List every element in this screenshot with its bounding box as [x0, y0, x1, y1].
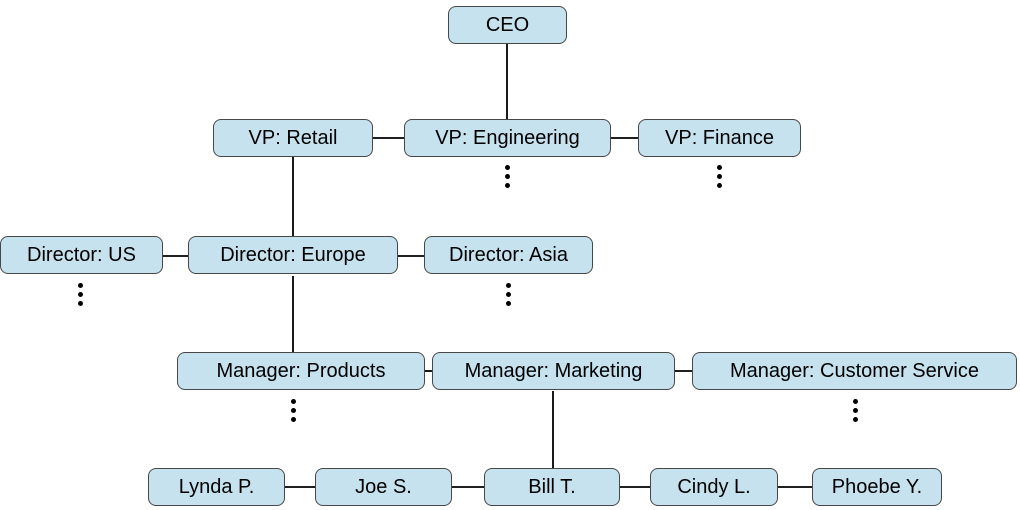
- node-vp-engineering: VP: Engineering: [404, 119, 611, 157]
- node-cindy-l: Cindy L.: [650, 468, 778, 506]
- node-director-us: Director: US: [0, 236, 163, 274]
- node-manager-products: Manager: Products: [177, 352, 425, 390]
- node-director-asia: Director: Asia: [424, 236, 593, 274]
- ellipsis-icon-director-asia: [505, 283, 511, 306]
- node-vp-finance: VP: Finance: [638, 119, 801, 157]
- node-ceo: CEO: [448, 6, 567, 44]
- node-manager-customer-service: Manager: Customer Service: [692, 352, 1017, 390]
- node-vp-retail: VP: Retail: [213, 119, 373, 157]
- node-bill-t: Bill T.: [484, 468, 620, 506]
- node-joe-s: Joe S.: [315, 468, 452, 506]
- ellipsis-icon-director-us: [77, 283, 83, 306]
- ellipsis-icon-manager-products: [290, 399, 296, 422]
- ellipsis-icon-vp-engineering: [504, 165, 510, 188]
- node-lynda-p: Lynda P.: [148, 468, 285, 506]
- ellipsis-icon-manager-customer-service: [852, 399, 858, 422]
- node-manager-marketing: Manager: Marketing: [432, 352, 675, 390]
- ellipsis-icon-vp-finance: [716, 165, 722, 188]
- node-phoebe-y: Phoebe Y.: [812, 468, 942, 506]
- node-director-europe: Director: Europe: [188, 236, 398, 274]
